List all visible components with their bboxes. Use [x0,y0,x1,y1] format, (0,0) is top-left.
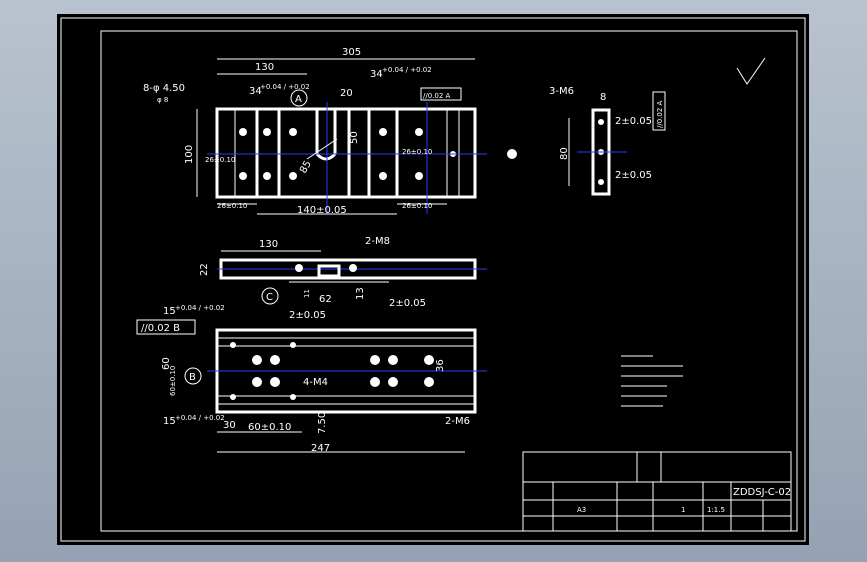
datum-b-label: B [189,372,196,383]
bottom-dim-15b: 15 [163,416,176,427]
holes-counterbore: φ 8 [157,96,168,104]
datum-c-label: C [266,292,273,303]
dim-20: 20 [340,88,353,99]
dim-85: 85 [298,159,314,176]
dim-overall-length: 305 [342,47,361,58]
holes-callout: 8-φ 4.50 [143,83,185,94]
dim-140: 140±0.05 [297,205,347,216]
bottom-dim-15a: 15 [163,306,176,317]
tech-notes [621,355,683,407]
top-view-outline [215,107,477,199]
title-block-frame [522,451,792,532]
side-dim-2a: 2±0.05 [289,310,326,321]
end-dim-8: 8 [600,92,606,103]
end-view: 3-M6 8 80 2±0.05 2±0.05 //0.02 A [549,57,766,196]
scale: 1:1.5 [707,506,725,514]
tolerance-frame-b [136,319,196,335]
tolerance-b-text: //0.02 B [141,323,180,334]
dim-26-bottom-right: 26±0.10 [402,202,432,210]
roughness-symbol [736,57,766,85]
cad-drawing: 305 130 34 +0.04 / +0.02 34 +0.04 / +0.0… [60,17,806,542]
bottom-dim-60b: 60±0.10 [169,366,177,396]
dim-34a: 34 [249,86,262,97]
side-m8: 2-M8 [365,236,390,247]
side-dim-2b: 2±0.05 [389,298,426,309]
dim-34b: 34 [370,69,383,80]
dim-100: 100 [184,145,195,164]
end-tolerance-text: //0.02 A [656,100,664,128]
dim-130: 130 [255,62,274,73]
tolerance-frame-a [420,87,462,101]
bottom-dim-15b-tol: +0.04 / +0.02 [175,414,225,422]
bottom-m4: 4-M4 [303,377,328,388]
drawing-sheet: 305 130 34 +0.04 / +0.02 34 +0.04 / +0.0… [57,14,809,545]
end-dim-2b: 2±0.05 [615,170,652,181]
bottom-dim-30: 30 [223,420,236,431]
bottom-dim-60c: 60±0.10 [248,422,291,433]
side-view: 130 2-M8 22 62 13 11 2±0.05 2±0.05 C [199,236,487,321]
inner-frame [100,30,798,532]
end-m6: 3-M6 [549,86,574,97]
side-dim-11: 11 [303,289,311,298]
bottom-view: 15 +0.04 / +0.02 //0.02 B 60 60±0.10 60±… [136,304,487,454]
tolerance-frame-end [652,91,666,131]
dim-26-right: 26±0.10 [402,148,432,156]
side-dim-13: 13 [355,287,366,300]
datum-a-label: A [295,94,302,105]
title-block: ZDDSJ-C-02 A3 1 1:1.5 [522,451,792,532]
side-dim-130: 130 [259,239,278,250]
end-dim-80: 80 [559,147,570,160]
dim-34b-tol: +0.04 / +0.02 [382,66,432,74]
dim-34a-tol: +0.04 / +0.02 [260,83,310,91]
quantity: 1 [681,506,685,514]
top-view: 305 130 34 +0.04 / +0.02 34 +0.04 / +0.0… [143,47,517,216]
side-dim-62: 62 [319,294,332,305]
datum-b-circle [184,367,202,385]
datum-a-circle [290,89,308,107]
outer-frame [60,17,806,542]
dim-26-left: 26±0.10 [205,156,235,164]
bottom-dim-15a-tol: +0.04 / +0.02 [175,304,225,312]
bottom-dim-247: 247 [311,443,330,454]
bottom-dim-7-50: 7.50 [317,412,328,434]
side-dim-22: 22 [199,263,210,276]
end-dim-2a: 2±0.05 [615,116,652,127]
tolerance-a-text: //0.02 A [423,92,451,100]
dim-26-bottom-left: 26±0.10 [217,202,247,210]
drawing-number: ZDDSJ-C-02 [733,487,791,498]
bottom-dim-60: 60 [161,357,172,370]
bottom-dim-36: 36 [435,359,446,372]
bottom-m6: 2-M6 [445,416,470,427]
datum-c-circle [261,287,279,305]
dim-50: 50 [349,131,360,144]
paper-size: A3 [577,506,586,514]
